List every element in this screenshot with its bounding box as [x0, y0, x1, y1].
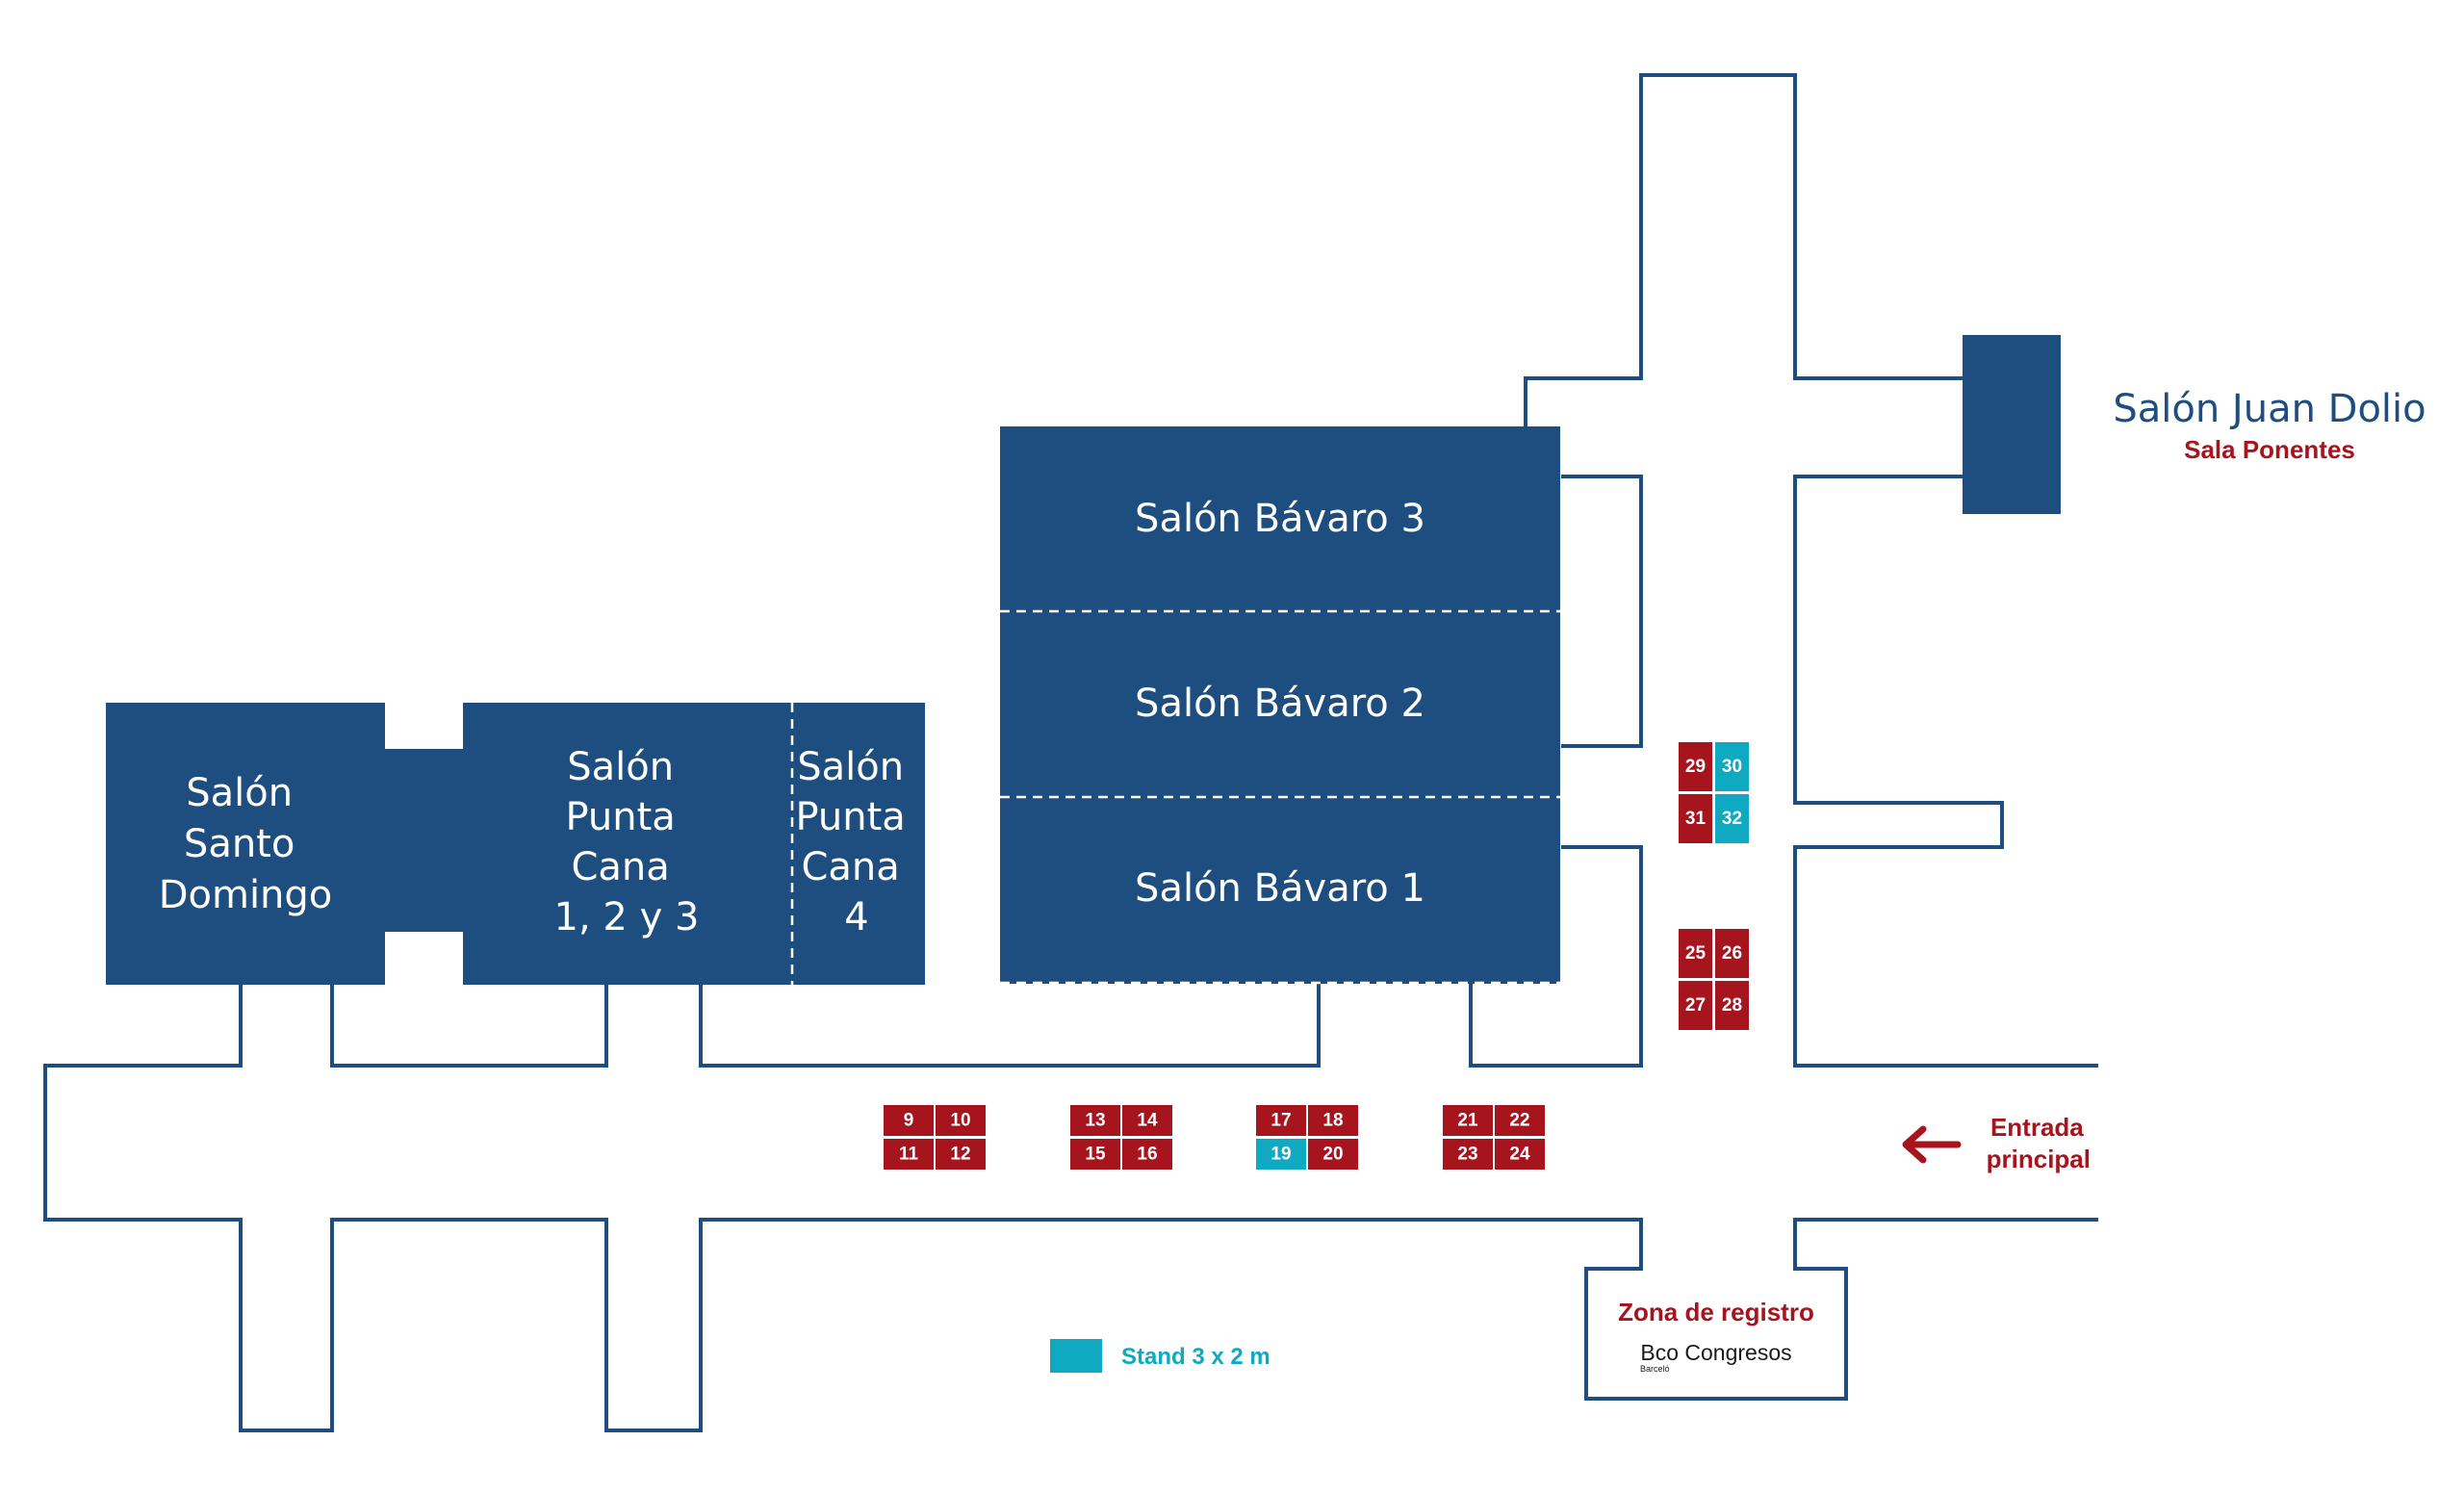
hall-connector-bar — [383, 749, 464, 932]
label-bavaro-1: Salón Bávaro 1 — [1135, 866, 1425, 911]
stand-label-15: 15 — [1085, 1145, 1106, 1165]
stand-28[interactable] — [1715, 981, 1749, 1030]
stand-31[interactable] — [1679, 794, 1712, 843]
stand-label-23: 23 — [1457, 1145, 1477, 1165]
stand-label-32: 32 — [1722, 809, 1742, 829]
label-bavaro-3: Salón Bávaro 3 — [1135, 497, 1425, 541]
stand-label-12: 12 — [950, 1145, 970, 1165]
stand-24[interactable] — [1495, 1139, 1545, 1170]
stand-label-30: 30 — [1722, 757, 1742, 777]
stand-label-13: 13 — [1085, 1111, 1105, 1131]
registration-title: Zona de registro — [1618, 1298, 1814, 1326]
stands-group: 9 10 11 12 13 14 15 16 17 18 19 20 21 22 23 24 25 26 27 28 2… — [884, 742, 1749, 1170]
hall-punta-cana-4[interactable] — [792, 703, 925, 985]
stand-label-17: 17 — [1270, 1111, 1291, 1131]
stand-22[interactable] — [1495, 1105, 1545, 1136]
stand-21[interactable] — [1443, 1105, 1493, 1136]
entrance-marker: Entrada principal — [1902, 1113, 2091, 1173]
stand-30[interactable] — [1715, 742, 1749, 791]
stand-label-9: 9 — [904, 1111, 914, 1131]
stand-9[interactable] — [884, 1105, 934, 1136]
hall-bavaro-2[interactable] — [1000, 611, 1560, 797]
stand-label-26: 26 — [1722, 943, 1742, 964]
hall-bavaro-1[interactable] — [1000, 797, 1560, 984]
stand-label-20: 20 — [1322, 1145, 1343, 1165]
legend-label: Stand 3 x 2 m — [1121, 1344, 1270, 1370]
stand-16[interactable] — [1122, 1139, 1172, 1170]
stand-label-28: 28 — [1722, 995, 1742, 1016]
label-santo-domingo: Salón Santo Domingo — [159, 771, 333, 917]
teal-square-icon — [1050, 1339, 1102, 1373]
stand-23[interactable] — [1443, 1139, 1493, 1170]
stand-label-22: 22 — [1509, 1111, 1529, 1131]
entrance-label: Entrada principal — [1987, 1113, 2091, 1173]
stand-11[interactable] — [884, 1139, 934, 1170]
stand-label-27: 27 — [1685, 995, 1706, 1016]
stand-27[interactable] — [1679, 981, 1712, 1030]
stand-label-29: 29 — [1685, 757, 1706, 777]
stand-25[interactable] — [1679, 929, 1712, 978]
stand-label-24: 24 — [1509, 1145, 1530, 1165]
arrow-head — [1902, 1125, 1927, 1164]
stand-label-11: 11 — [899, 1145, 919, 1165]
stand-label-31: 31 — [1685, 809, 1707, 829]
barcelo-logo-text: Barceló — [1640, 1364, 1670, 1374]
registration-zone: Zona de registro Bco Congresos Barceló — [1618, 1298, 1814, 1374]
stand-label-21: 21 — [1457, 1111, 1478, 1131]
stand-label-16: 16 — [1137, 1145, 1157, 1165]
label-sala-ponentes: Sala Ponentes — [2184, 435, 2355, 464]
label-punta-cana-4: Salón Punta Cana 4 — [795, 745, 917, 940]
hall-santo-domingo[interactable] — [106, 703, 385, 985]
stand-19[interactable] — [1256, 1139, 1306, 1170]
stand-32[interactable] — [1715, 794, 1749, 843]
stand-14[interactable] — [1122, 1105, 1172, 1136]
stand-label-14: 14 — [1137, 1111, 1158, 1131]
stand-29[interactable] — [1679, 742, 1712, 791]
label-punta-cana-123: Salón Punta Cana 1, 2 y 3 — [554, 745, 700, 940]
label-juan-dolio: Salón Juan Dolio — [2113, 387, 2426, 431]
hall-juan-dolio[interactable] — [1963, 335, 2061, 514]
hall-punta-cana-123[interactable] — [463, 703, 792, 985]
stand-12[interactable] — [936, 1139, 986, 1170]
label-bavaro-2: Salón Bávaro 2 — [1135, 682, 1425, 726]
legend: Stand 3 x 2 m — [1050, 1339, 1270, 1373]
stand-20[interactable] — [1308, 1139, 1358, 1170]
stand-18[interactable] — [1308, 1105, 1358, 1136]
stand-label-10: 10 — [950, 1111, 970, 1131]
stand-label-19: 19 — [1270, 1145, 1291, 1165]
stand-13[interactable] — [1070, 1105, 1120, 1136]
hall-bavaro-3[interactable] — [1000, 426, 1560, 611]
stand-17[interactable] — [1256, 1105, 1306, 1136]
stand-15[interactable] — [1070, 1139, 1120, 1170]
stand-10[interactable] — [936, 1105, 986, 1136]
stand-label-18: 18 — [1322, 1111, 1343, 1131]
stand-label-25: 25 — [1685, 943, 1707, 964]
stand-26[interactable] — [1715, 929, 1749, 978]
bco-congresos-logo: Bco Congresos — [1640, 1340, 1791, 1365]
